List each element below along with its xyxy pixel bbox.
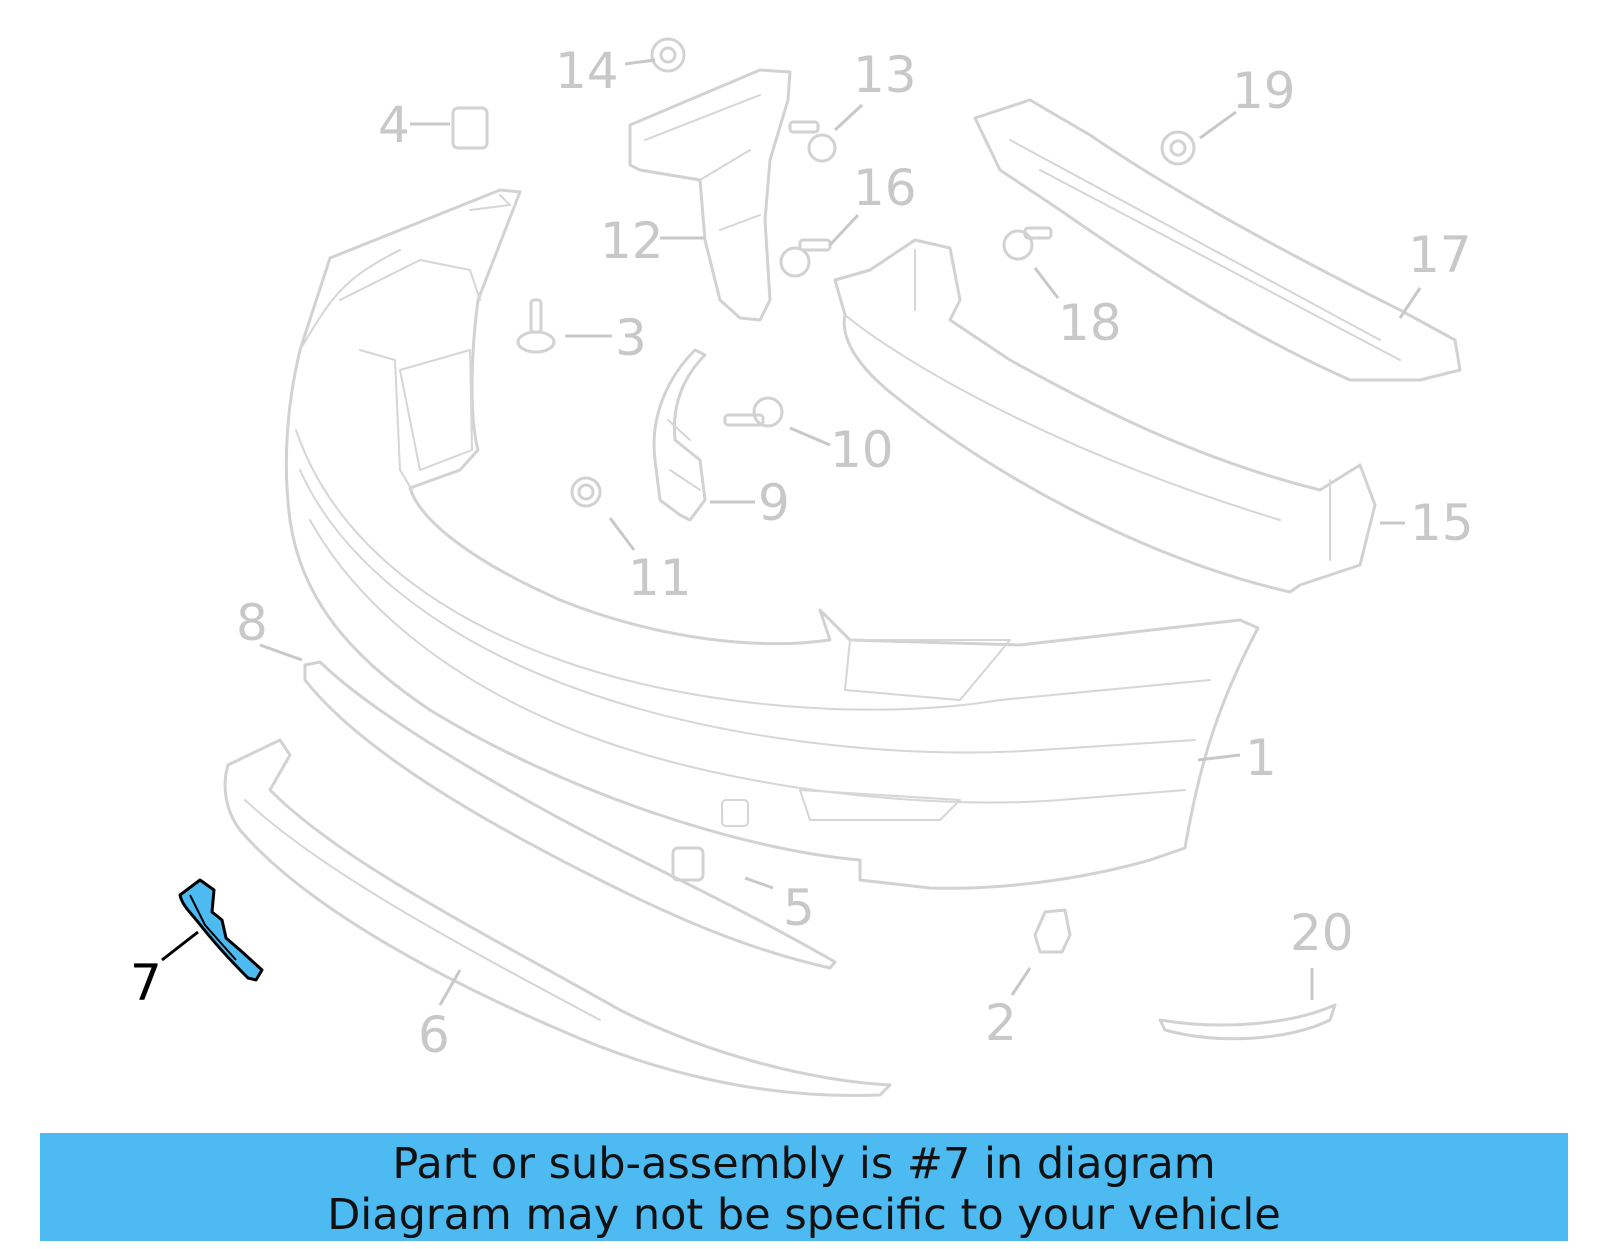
- part-5-cover[interactable]: [671, 846, 705, 882]
- callout-8[interactable]: 8: [236, 594, 268, 652]
- callout-15[interactable]: 15: [1410, 494, 1474, 552]
- part-20-trim[interactable]: [1158, 1003, 1337, 1041]
- callout-14[interactable]: 14: [555, 42, 619, 100]
- callout-4[interactable]: 4: [378, 96, 410, 154]
- callout-16[interactable]: 16: [853, 159, 917, 217]
- part-18-screw[interactable]: [1002, 226, 1053, 261]
- callout-12[interactable]: 12: [600, 212, 664, 270]
- callout-17[interactable]: 17: [1408, 226, 1472, 284]
- banner-line-1: Part or sub-assembly is #7 in diagram: [392, 1139, 1216, 1189]
- part-7-highlighted-bracket[interactable]: [178, 878, 264, 982]
- callout-13[interactable]: 13: [853, 46, 917, 104]
- part-2-clip[interactable]: [1033, 908, 1072, 954]
- callout-18[interactable]: 18: [1058, 294, 1122, 352]
- part-19-grommet[interactable]: [1160, 130, 1196, 166]
- callout-20[interactable]: 20: [1290, 904, 1354, 962]
- callout-19[interactable]: 19: [1232, 62, 1296, 120]
- callout-10[interactable]: 10: [830, 421, 894, 479]
- banner-line-2: Diagram may not be specific to your vehi…: [327, 1190, 1281, 1240]
- part-10-bolt[interactable]: [723, 396, 784, 428]
- part-14-nut[interactable]: [650, 37, 686, 73]
- part-13-screw[interactable]: [788, 120, 837, 163]
- callout-5[interactable]: 5: [783, 879, 815, 937]
- callout-3[interactable]: 3: [615, 309, 647, 367]
- callout-9[interactable]: 9: [758, 474, 790, 532]
- callout-7[interactable]: 7: [130, 954, 162, 1012]
- callout-1[interactable]: 1: [1245, 729, 1277, 787]
- part-17-absorber[interactable]: [973, 98, 1462, 382]
- callout-arrows: [161, 58, 1422, 1006]
- part-11-grommet[interactable]: [570, 476, 602, 508]
- callout-11[interactable]: 11: [628, 549, 692, 607]
- info-banner: Part or sub-assembly is #7 in diagram Di…: [40, 1133, 1568, 1241]
- part-15-reinforcement[interactable]: [833, 238, 1377, 594]
- part-3-bolt[interactable]: [516, 298, 556, 354]
- callout-6[interactable]: 6: [418, 1006, 450, 1064]
- part-8-strip[interactable]: [303, 660, 837, 970]
- part-9-bracket[interactable]: [652, 348, 707, 522]
- callout-labels: 1 2 3 4 5 6 7 8 9 10 11 12 13 14 15 16 1…: [130, 42, 1474, 1064]
- callout-2[interactable]: 2: [985, 994, 1017, 1052]
- part-16-screw[interactable]: [779, 238, 832, 278]
- part-4-nut[interactable]: [451, 106, 489, 150]
- part-12-bracket[interactable]: [628, 68, 792, 322]
- part-6-valance[interactable]: [223, 738, 892, 1098]
- part-1-bumper-cover[interactable]: [284, 188, 1260, 890]
